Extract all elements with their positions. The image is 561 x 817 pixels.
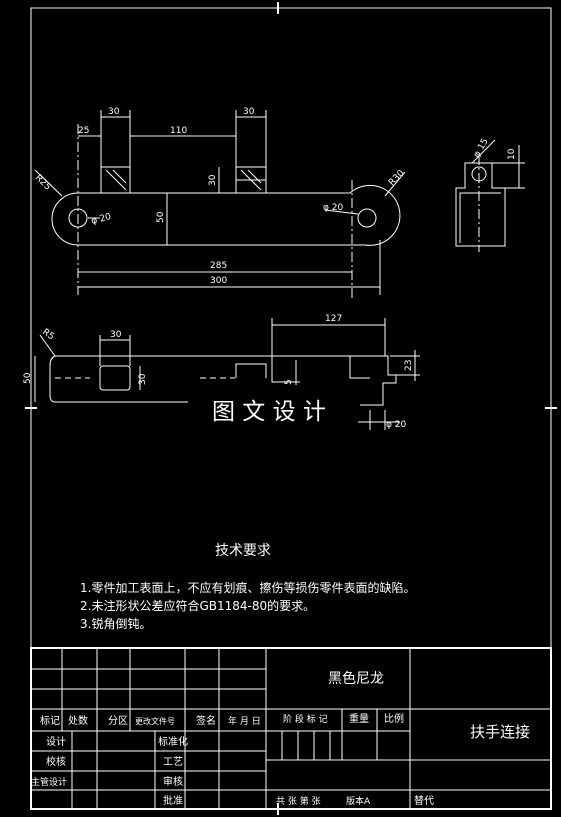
side-view: φ 15 10 [455,137,525,252]
side-view-inner [459,192,501,243]
lug-hatch [247,169,262,184]
material-label: 黑色尼龙 [328,670,384,687]
dim-50-front: 50 [23,372,33,384]
dim-30-vert: 30 [208,174,218,186]
front-view-right-boss [349,356,370,379]
header-change-doc: 更改文件号 [135,716,175,726]
dim-10: 10 [507,148,517,160]
header-zone: 分区 [108,715,128,727]
role-approve: 批准 [163,794,183,807]
top-view-bar [51,184,401,246]
header-date: 年 月 日 [228,715,261,727]
front-view: R5 30 50 30 127 5 23 φ 20 [23,314,420,430]
technical-requirements: 技术要求 1.零件加工表面上，不应有划痕、擦伤等损伤零件表面的缺陷。 2.未注形… [80,543,415,631]
front-view-left-end [49,355,56,403]
dim-30-left: 30 [108,107,120,117]
title-block-border [30,647,552,810]
dim-line [471,139,496,164]
header-stage-mark: 阶 段 标 记 [283,713,328,725]
footer-replace: 替代 [414,794,434,807]
header-sign: 签名 [196,714,216,727]
dim-127: 127 [325,314,342,324]
dim-30: 30 [110,330,122,340]
lug-hatch [112,169,127,184]
dim-r30: R30 [387,168,407,188]
footer-sheets: 共 张 第 张 [276,795,321,807]
tech-req-item-1: 1.零件加工表面上，不应有划痕、擦伤等损伤零件表面的缺陷。 [80,580,415,595]
tech-req-title: 技术要求 [215,543,271,559]
top-view-lug-left [100,166,131,193]
header-mark: 标记 [40,715,60,727]
role-standardize: 标准化 [158,735,188,748]
watermark: 图 文 设 计 [212,399,326,425]
lug-hatch [105,169,127,191]
dim-23: 23 [404,360,414,371]
front-view-lug [235,363,267,378]
dim-phi20-left: φ 20 [90,212,112,227]
side-view-outline [455,162,506,247]
dim-30-right: 30 [243,107,255,117]
header-count: 处数 [68,714,88,727]
tech-req-item-2: 2.未注形状公差应符合GB1184-80的要求。 [80,598,315,613]
front-view-step [271,356,300,383]
dim-line [39,334,56,357]
top-view-hole-right [357,208,377,228]
dim-5: 5 [284,379,294,385]
role-review: 审核 [163,775,183,788]
dim-r5: R5 [40,327,56,342]
dim-110: 110 [170,126,187,136]
dim-30-front-vert: 30 [138,373,148,385]
role-chief-design: 主管设计 [31,776,67,788]
dim-phi20: φ 20 [386,420,407,430]
dim-phi15: φ 15 [472,137,491,160]
role-check: 校核 [46,755,66,768]
top-view: 30 30 25 110 30 50 285 300 R25 R30 φ 20 … [33,107,407,298]
part-name: 扶手连接 [470,723,530,741]
watermark-backdrop [190,393,358,427]
title-block: 黑色尼龙 扶手连接 标记 处数 分区 更改文件号 签名 年 月 日 阶 段 标 … [30,647,552,810]
dim-phi20-right: φ 20 [323,203,344,213]
dim-285: 285 [210,261,227,271]
dim-25: 25 [78,126,89,136]
dim-line [324,209,359,215]
dim-line [34,169,63,197]
header-weight: 重量 [349,712,369,725]
dim-300: 300 [210,276,227,286]
dim-50: 50 [156,211,166,223]
front-view-outline [55,355,397,406]
dim-line [384,171,406,197]
role-design: 设计 [46,735,66,748]
front-view-pocket [99,365,131,391]
header-scale: 比例 [384,712,404,725]
role-process: 工艺 [163,756,183,768]
footer-version: 版本A [346,795,371,807]
tech-req-item-3: 3.锐角倒钝。 [80,617,151,631]
dim-r25: R25 [33,173,53,193]
